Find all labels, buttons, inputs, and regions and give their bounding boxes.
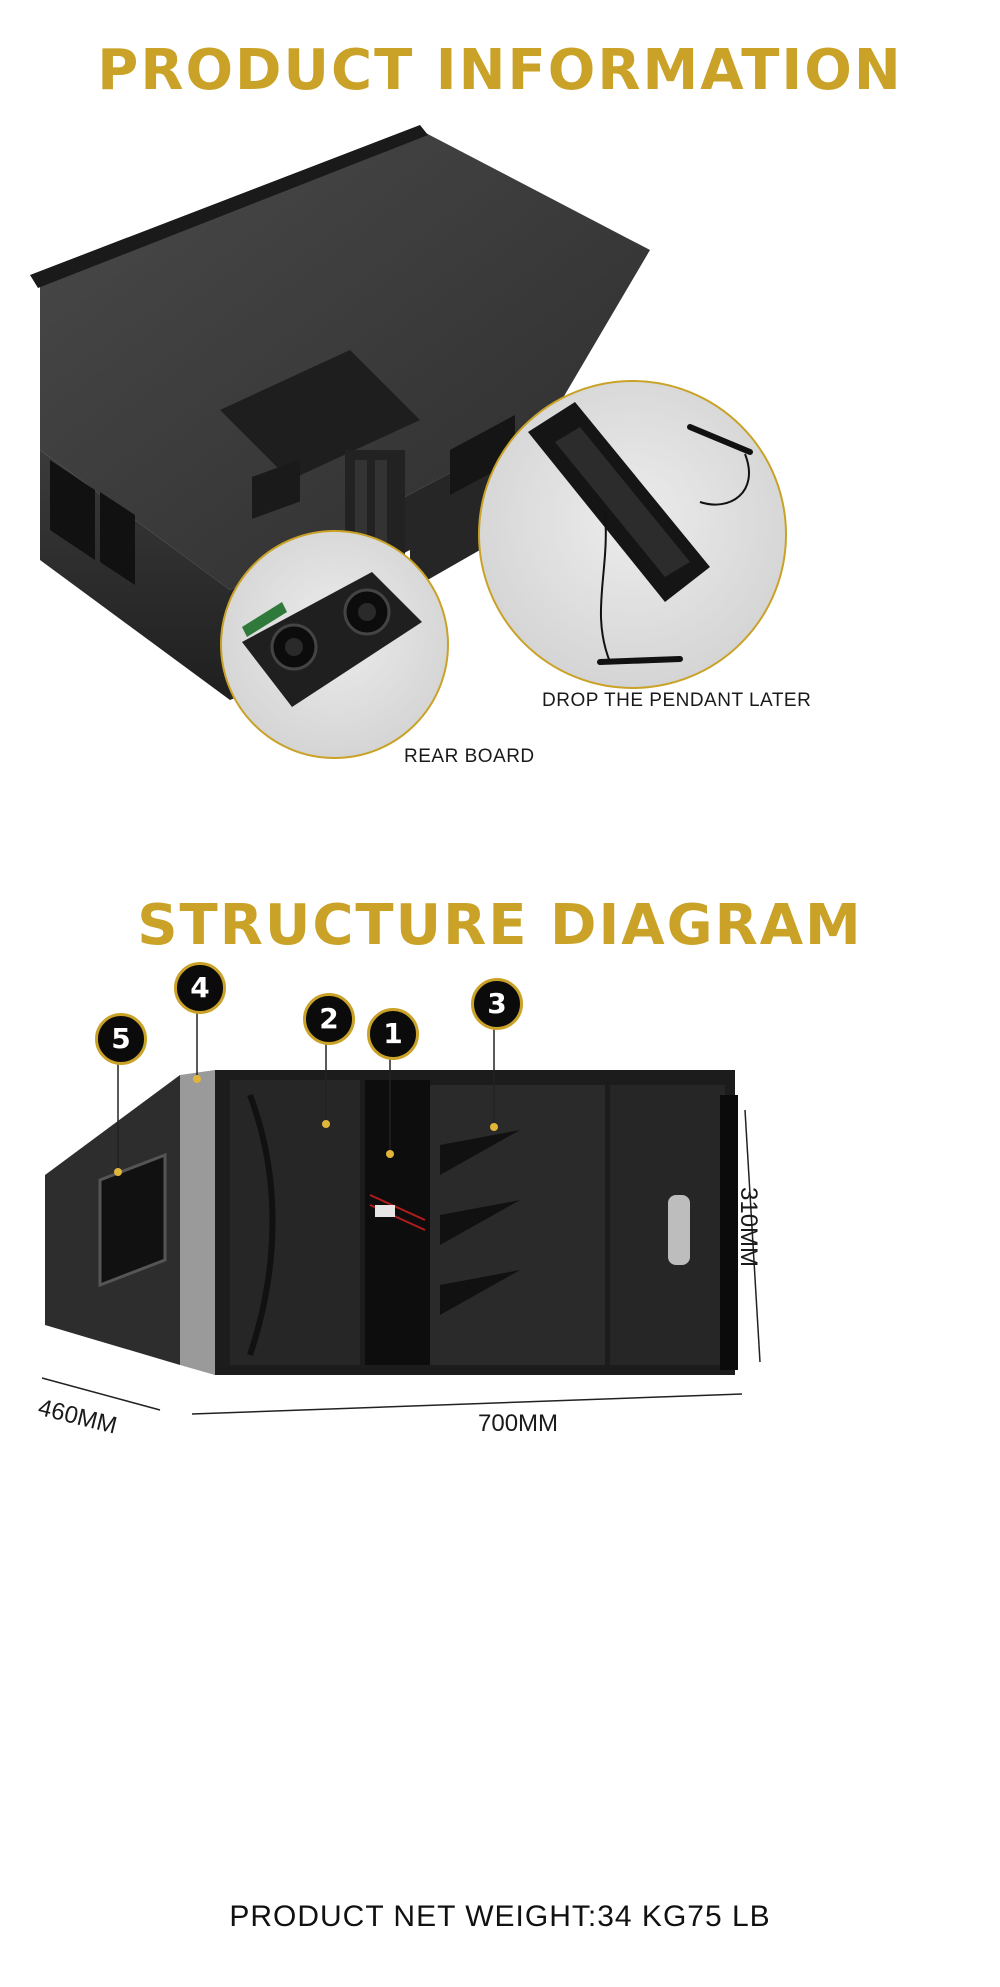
badge-1: 1 xyxy=(367,1008,419,1060)
height-dimension-label: 310MM xyxy=(735,1187,762,1268)
product-net-weight: PRODUCT NET WEIGHT:34 KG75 LB xyxy=(229,1900,771,1933)
speaker-top-image xyxy=(30,125,650,700)
pendant-caption: DROP THE PENDANT LATER xyxy=(542,690,812,711)
badge-5: 5 xyxy=(95,1013,147,1065)
structure-speaker-image xyxy=(45,1070,738,1375)
pendant-bubble xyxy=(478,380,787,689)
width-dimension-label: 700MM xyxy=(478,1410,559,1437)
badge-3: 3 xyxy=(471,978,523,1030)
product-information-title: PRODUCT INFORMATION xyxy=(97,38,903,103)
badge-2: 2 xyxy=(303,993,355,1045)
rear-board-caption: REAR BOARD xyxy=(404,746,535,767)
rear-board-image xyxy=(242,572,422,707)
structure-diagram-title: STRUCTURE DIAGRAM xyxy=(137,893,863,958)
badge-4: 4 xyxy=(174,962,226,1014)
rear-board-bubble xyxy=(220,530,449,759)
pendant-image xyxy=(528,402,753,665)
